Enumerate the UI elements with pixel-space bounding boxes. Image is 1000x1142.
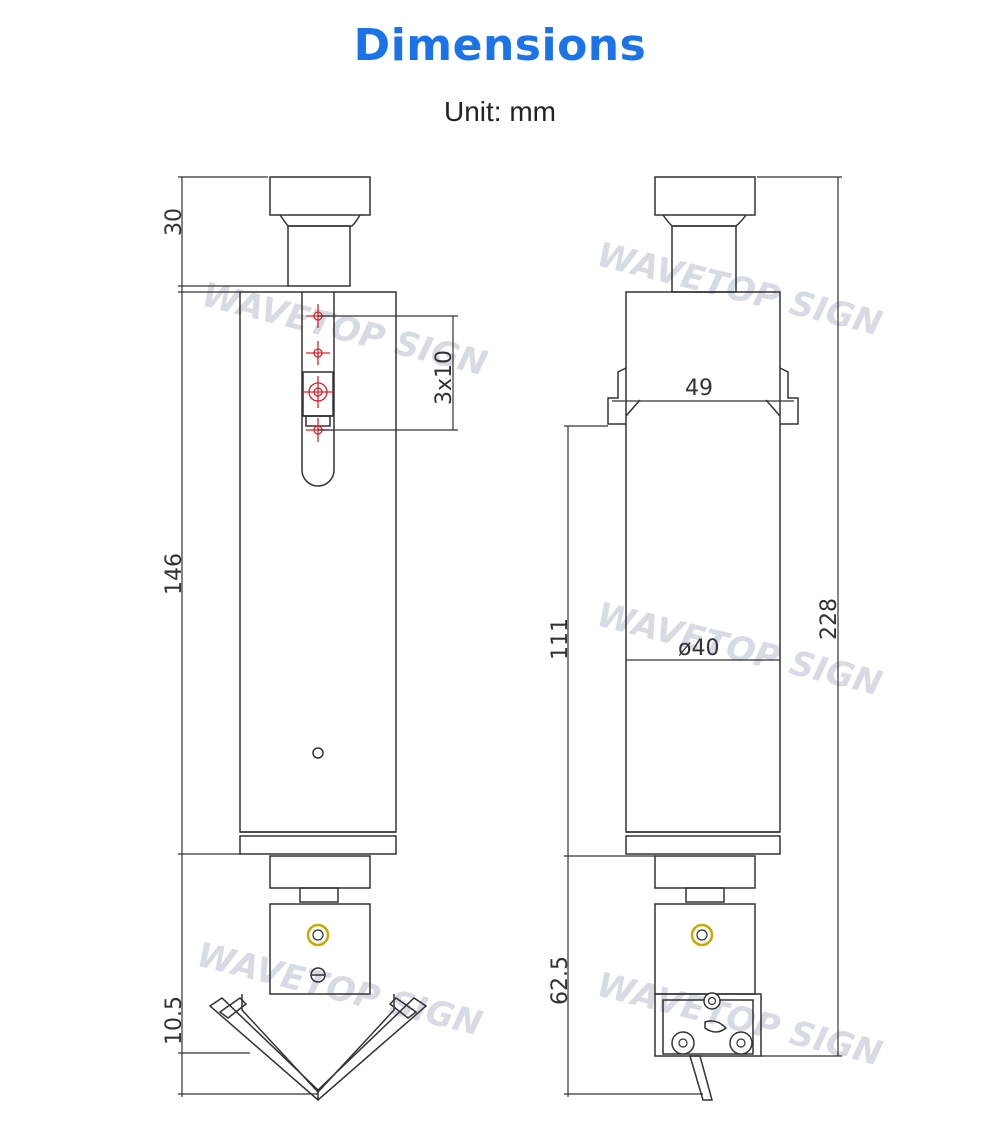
- side-clamp-slot: [704, 1020, 728, 1033]
- front-dimension-labels: 30 146 3x10 10.5: [162, 208, 457, 1045]
- side-dimension-labels: 49 ø40 111 62.5 228: [548, 376, 842, 1005]
- front-view: [208, 176, 428, 1101]
- side-view: [607, 176, 799, 1101]
- side-dimension-lines: [564, 176, 842, 1097]
- dim-holes: 3x10: [432, 350, 457, 405]
- side-blade-holder: [654, 903, 756, 995]
- marker-2: [306, 341, 330, 365]
- side-blade-tip: [688, 1055, 713, 1101]
- dim-diameter: ø40: [678, 636, 719, 661]
- front-cap-neck: [279, 214, 361, 227]
- front-main-body: [239, 291, 397, 833]
- page-title: Dimensions: [353, 20, 647, 71]
- side-screw-left: [671, 1031, 695, 1055]
- watermarks: WAVETOP SIGN WAVETOP SIGN WAVETOP SIGN W…: [193, 235, 886, 1074]
- side-top-cap: [654, 176, 756, 216]
- side-cap-neck: [662, 214, 747, 227]
- unit-label: Unit: mm: [444, 96, 556, 127]
- front-dimension-lines: [178, 176, 458, 1097]
- side-lower-neck: [685, 887, 725, 903]
- side-accent-ring: [690, 923, 714, 947]
- dim-width: 49: [685, 376, 713, 401]
- dim-top-cap: 30: [162, 208, 187, 236]
- dim-front-body: 146: [162, 553, 187, 595]
- front-blade-clamp-left: [218, 997, 248, 1019]
- dim-total: 228: [817, 598, 842, 640]
- front-blade-clamp-right: [388, 997, 418, 1019]
- watermark-2: WAVETOP SIGN: [593, 235, 886, 344]
- dim-side-body: 111: [548, 618, 573, 660]
- front-body-bottom-band: [239, 835, 397, 855]
- watermark-4: WAVETOP SIGN: [193, 935, 486, 1044]
- side-lower-collar: [654, 855, 756, 889]
- front-adjust-slot: [301, 292, 335, 487]
- watermark-3: WAVETOP SIGN: [593, 595, 886, 704]
- front-top-cap: [269, 176, 371, 216]
- dim-tip: 10.5: [162, 996, 187, 1045]
- side-ear-right: [779, 367, 799, 425]
- side-main-body: [625, 291, 781, 833]
- front-blade-holder: [269, 903, 371, 995]
- side-screw-top: [703, 992, 721, 1010]
- side-ear-left: [607, 367, 627, 425]
- watermark-5: WAVETOP SIGN: [593, 965, 886, 1074]
- side-screw-right: [729, 1031, 753, 1055]
- marker-3: [302, 376, 334, 408]
- dim-lower: 62.5: [548, 956, 573, 1005]
- front-top-stem: [287, 225, 351, 287]
- front-lower-collar: [269, 855, 371, 889]
- side-body-bottom-band: [625, 835, 781, 855]
- front-lower-neck: [299, 887, 339, 903]
- side-hardware: [671, 923, 753, 1055]
- front-accent-ring: [306, 923, 330, 947]
- front-screw-hole: [312, 747, 324, 759]
